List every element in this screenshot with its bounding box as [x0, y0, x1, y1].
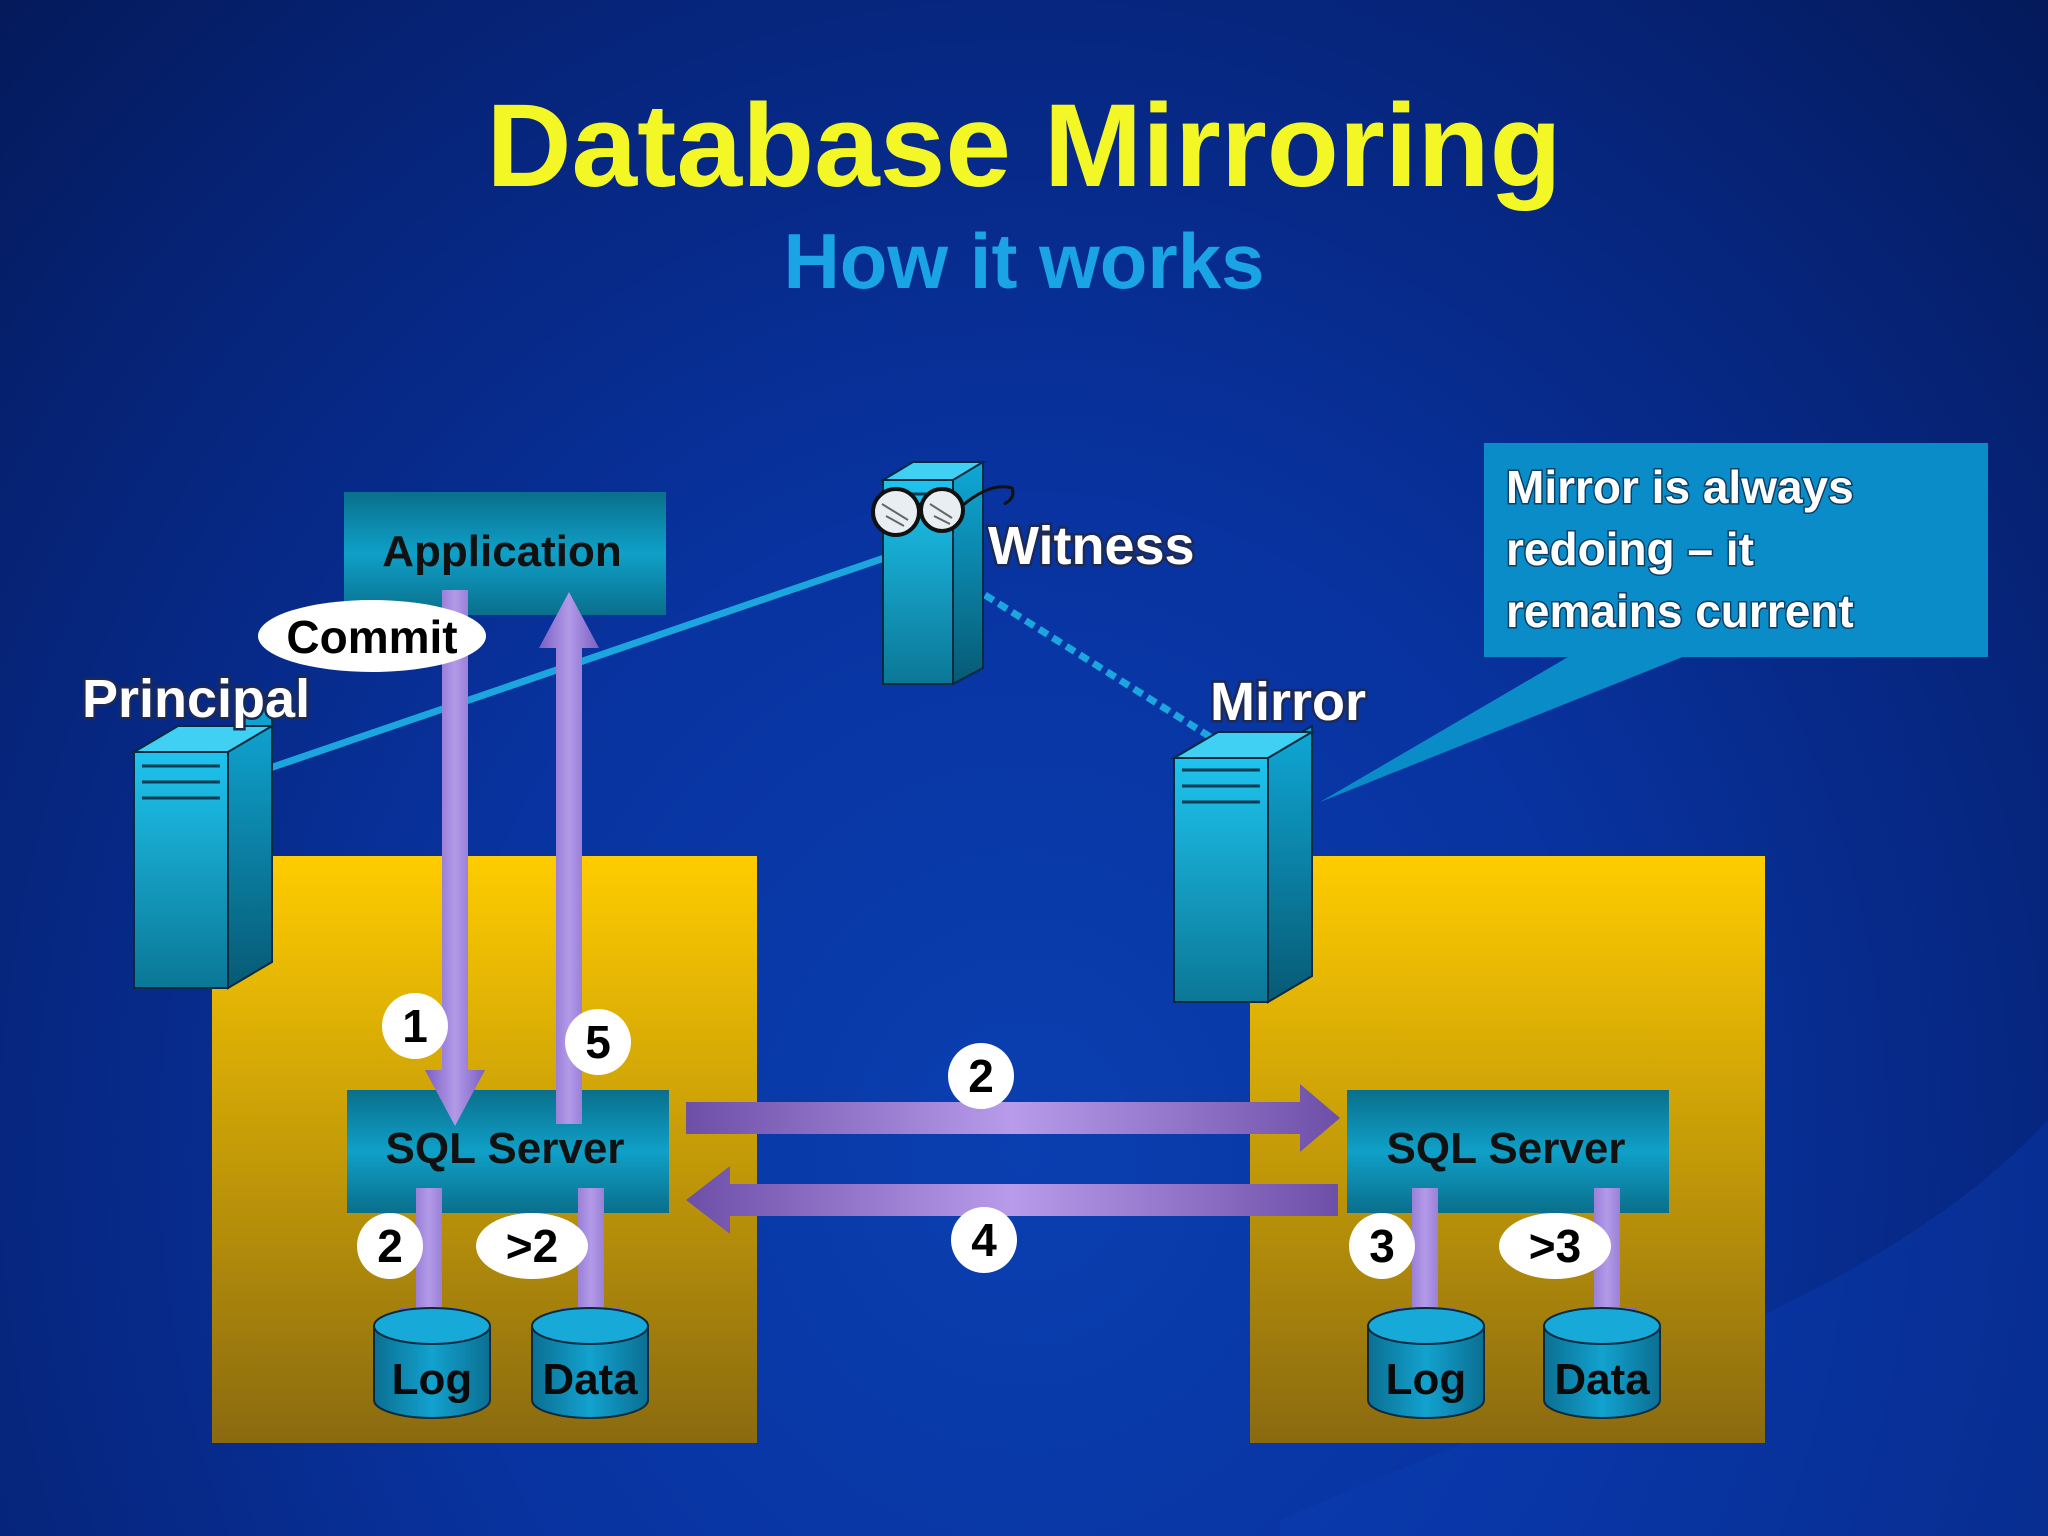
step-label-3: 3 — [1369, 1220, 1395, 1272]
callout-pointer — [1320, 650, 1700, 802]
witness-mirror-link — [983, 592, 1214, 741]
step-badge-2-mid — [948, 1043, 1014, 1109]
step-label-gt3: >3 — [1529, 1220, 1581, 1272]
step-badge-4-mid — [951, 1207, 1017, 1273]
step-badge-2-left — [357, 1213, 423, 1279]
principal-log-label: Log — [392, 1355, 473, 1404]
principal-data-store — [531, 1307, 649, 1419]
mirror-server-icon — [1170, 724, 1316, 1004]
commit-label: Commit — [286, 611, 457, 663]
mirror-data-label: Data — [1554, 1355, 1650, 1404]
witness-label: Witness — [988, 516, 1195, 576]
background-swoosh — [1280, 1120, 2048, 1536]
mirror-sql-server-label: SQL Server — [1387, 1124, 1626, 1173]
principal-server-icon — [130, 700, 276, 990]
step-label-4-mid: 4 — [971, 1214, 997, 1266]
step-label-2-mid: 2 — [968, 1050, 994, 1102]
acknowledge-arrow — [686, 1166, 1338, 1234]
callout-box — [1484, 443, 1988, 657]
slide-subtitle: How it works — [783, 217, 1264, 305]
application-box[interactable] — [344, 492, 666, 615]
callout-line-3: remains current — [1506, 585, 1854, 637]
step-label-5: 5 — [585, 1016, 611, 1068]
application-label: Application — [382, 527, 622, 576]
mirror-data-store — [1543, 1307, 1661, 1419]
ack-up-arrow — [539, 592, 599, 1124]
step-badge-1 — [382, 993, 448, 1059]
principal-label: Principal — [82, 669, 310, 729]
callout-text: Mirror is always redoing – it remains cu… — [1506, 461, 1867, 637]
step-badge-gt2 — [476, 1213, 588, 1279]
commit-down-arrow — [425, 590, 485, 1126]
principal-sql-server-box[interactable] — [347, 1090, 669, 1213]
callout-line-2: redoing – it — [1506, 523, 1754, 575]
glasses-icon — [871, 485, 1015, 537]
step-badge-5 — [565, 1009, 631, 1075]
principal-sql-server-label: SQL Server — [386, 1124, 625, 1173]
principal-data-label: Data — [542, 1355, 638, 1404]
principal-log-store — [373, 1307, 491, 1419]
mirror-label: Mirror — [1210, 672, 1366, 732]
mirror-log-store — [1367, 1307, 1485, 1419]
callout-line-1: Mirror is always — [1506, 461, 1854, 513]
mirror-log-label: Log — [1386, 1355, 1467, 1404]
step-label-2-left: 2 — [377, 1220, 403, 1272]
step-badge-3 — [1349, 1213, 1415, 1279]
step-badge-gt3 — [1499, 1213, 1611, 1279]
step-label-1: 1 — [402, 1000, 428, 1052]
send-log-arrow — [686, 1084, 1340, 1152]
step-label-gt2: >2 — [506, 1220, 558, 1272]
commit-badge — [258, 600, 486, 672]
slide-title: Database Mirroring — [486, 80, 1561, 212]
